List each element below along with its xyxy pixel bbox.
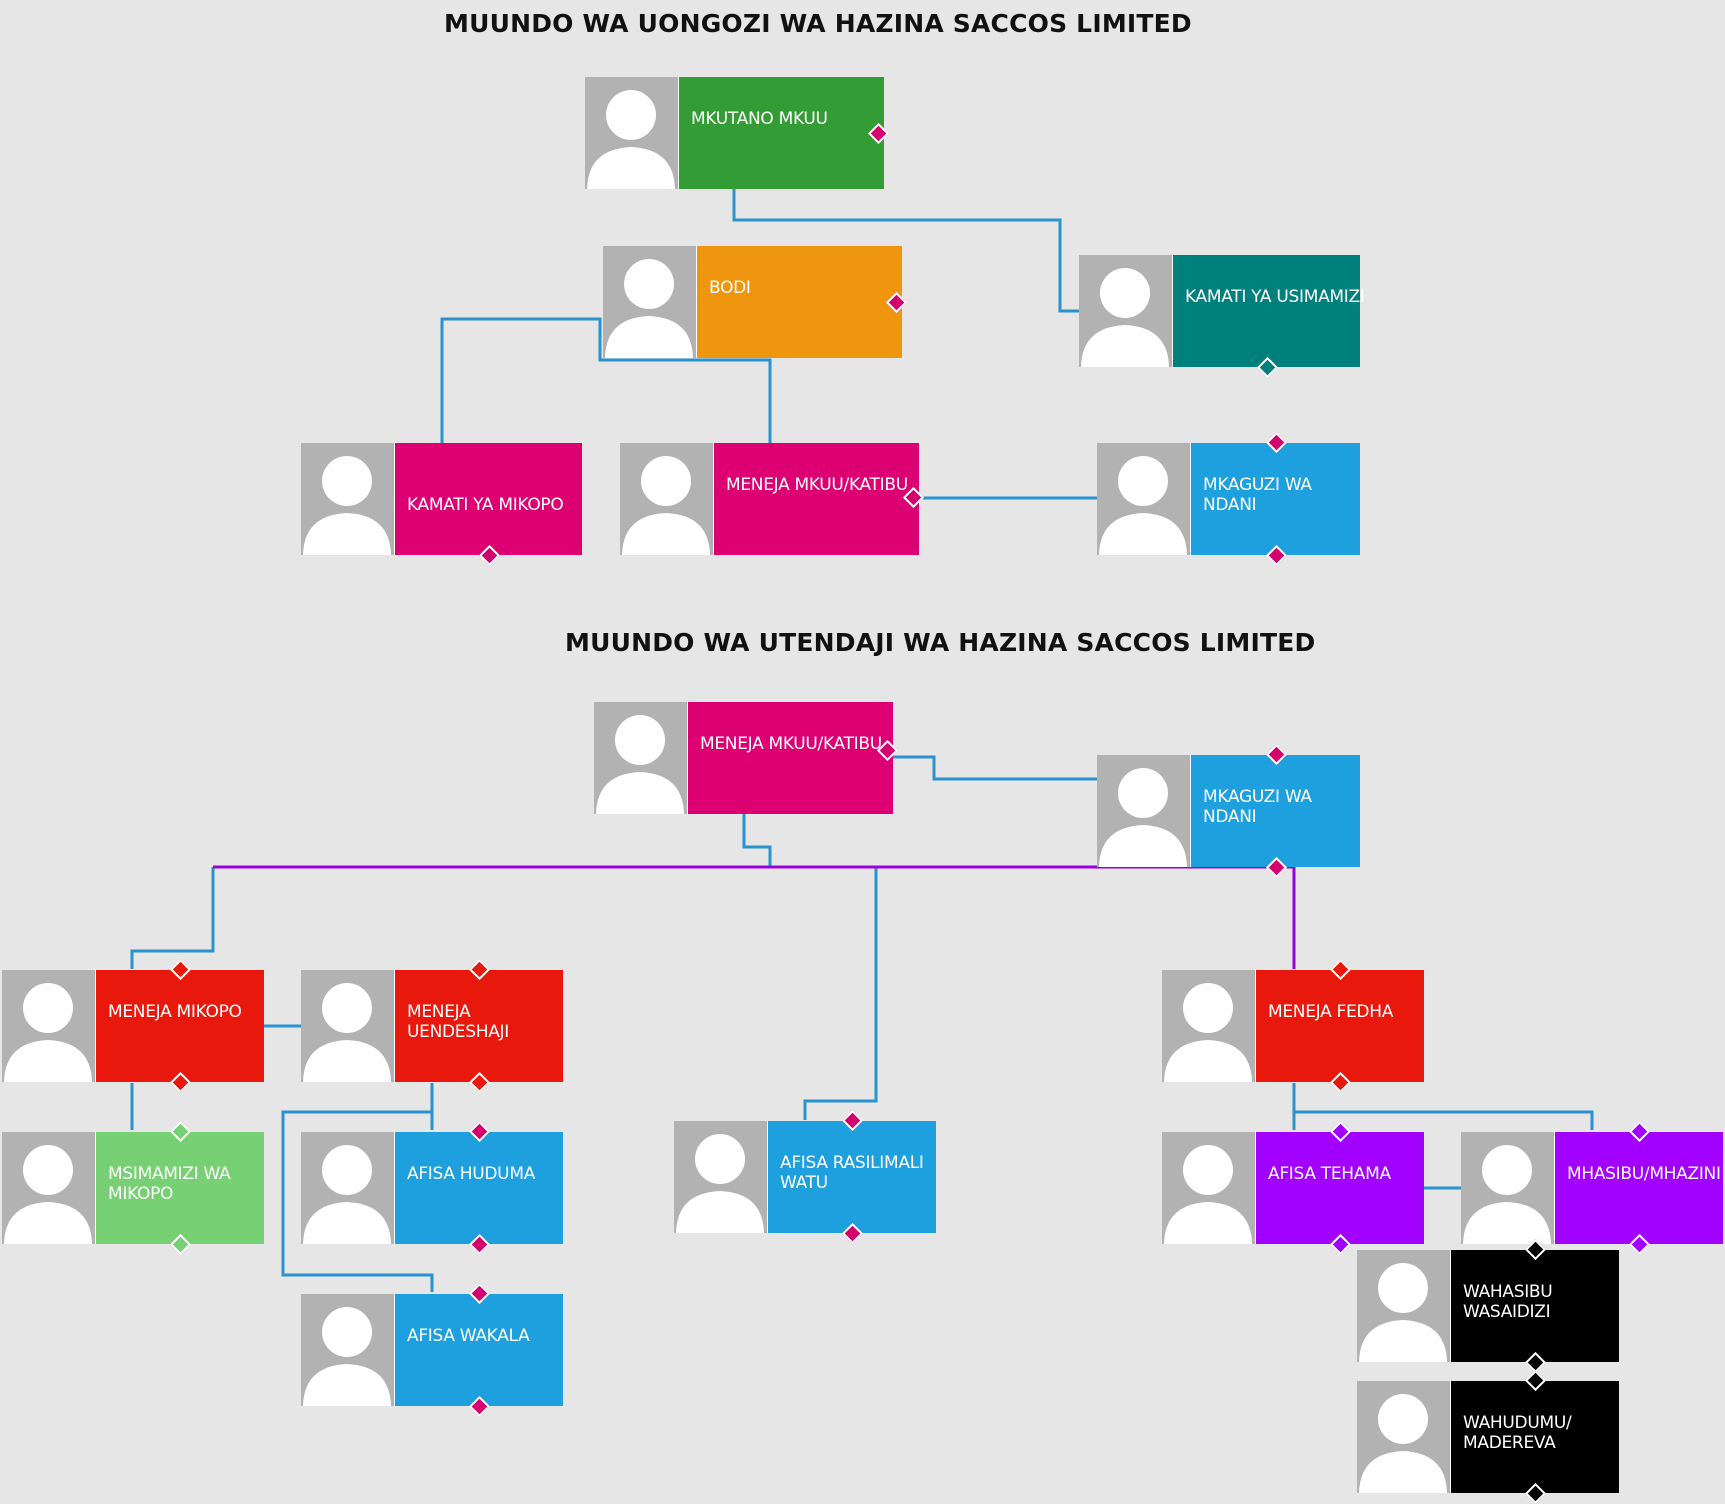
node-label: KAMATI YA USIMAMIZI bbox=[1185, 287, 1365, 307]
label-box: MENEJA MKUU/KATIBU bbox=[714, 443, 925, 555]
executive-title: MUUNDO WA UTENDAJI WA HAZINA SACCOS LIMI… bbox=[565, 628, 1316, 657]
label-box: MKUTANO MKUU bbox=[679, 77, 890, 189]
person-icon bbox=[1097, 755, 1191, 867]
person-icon bbox=[620, 443, 714, 555]
person-icon bbox=[603, 246, 697, 358]
node-mhasibu-mhazini: MHASIBU/MHAZINI bbox=[1461, 1120, 1723, 1256]
node-meneja-mkuu-governance: MENEJA MKUU/KATIBU bbox=[620, 443, 925, 555]
label-box: KAMATI YA USIMAMIZI bbox=[1173, 255, 1365, 379]
label-box: AFISA TEHAMA bbox=[1256, 1120, 1424, 1256]
node-mkaguzi-executive: MKAGUZI WA NDANI bbox=[1097, 743, 1360, 879]
label-box: AFISA RASILIMALI WATU bbox=[768, 1109, 936, 1245]
label-box: MHASIBU/MHAZINI bbox=[1555, 1120, 1723, 1256]
label-box: MKAGUZI WA NDANI bbox=[1191, 431, 1360, 567]
node-afisa-tehama: AFISA TEHAMA bbox=[1162, 1120, 1424, 1256]
node-afisa-wakala: AFISA WAKALA bbox=[301, 1282, 563, 1418]
node-label: AFISA RASILIMALI WATU bbox=[780, 1153, 924, 1193]
node-label: MSIMAMIZI WA MIKOPO bbox=[108, 1164, 231, 1204]
node-mkutano-mkuu: MKUTANO MKUU bbox=[585, 77, 890, 189]
label-box: MENEJA MIKOPO bbox=[96, 958, 264, 1094]
node-wahasibu-wasaidizi: WAHASIBU WASAIDIZI bbox=[1357, 1238, 1619, 1374]
node-msimamizi-mikopo: MSIMAMIZI WA MIKOPO bbox=[2, 1120, 264, 1256]
person-icon bbox=[301, 1132, 395, 1244]
person-icon bbox=[301, 443, 395, 555]
label-box: AFISA HUDUMA bbox=[395, 1120, 563, 1256]
node-label: BODI bbox=[709, 278, 751, 298]
person-icon bbox=[2, 1132, 96, 1244]
person-icon bbox=[1461, 1132, 1555, 1244]
person-icon bbox=[301, 970, 395, 1082]
person-icon bbox=[585, 77, 679, 189]
node-bodi: BODI bbox=[603, 246, 908, 358]
node-afisa-rasilimali-watu: AFISA RASILIMALI WATU bbox=[674, 1109, 936, 1245]
node-meneja-mikopo: MENEJA MIKOPO bbox=[2, 958, 264, 1094]
node-kamati-mikopo: KAMATI YA MIKOPO bbox=[301, 443, 582, 567]
label-box: BODI bbox=[697, 246, 908, 358]
person-icon bbox=[1079, 255, 1173, 367]
governance-title: MUUNDO WA UONGOZI WA HAZINA SACCOS LIMIT… bbox=[444, 9, 1192, 38]
node-label: MENEJA MIKOPO bbox=[108, 1002, 242, 1022]
label-box: KAMATI YA MIKOPO bbox=[395, 443, 582, 567]
person-icon bbox=[1357, 1381, 1451, 1493]
node-mkaguzi-governance: MKAGUZI WA NDANI bbox=[1097, 431, 1360, 567]
node-label: MKAGUZI WA NDANI bbox=[1203, 475, 1312, 515]
node-wahudumu-madereva: WAHUDUMU/ MADEREVA bbox=[1357, 1369, 1619, 1504]
node-label: AFISA WAKALA bbox=[407, 1326, 530, 1346]
node-label: KAMATI YA MIKOPO bbox=[407, 495, 564, 515]
node-label: MKUTANO MKUU bbox=[691, 109, 828, 129]
node-meneja-uendeshaji: MENEJA UENDESHAJI bbox=[301, 958, 563, 1094]
node-label: MENEJA MKUU/KATIBU bbox=[726, 475, 908, 495]
person-icon bbox=[1097, 443, 1191, 555]
node-label: MENEJA FEDHA bbox=[1268, 1002, 1394, 1022]
person-icon bbox=[594, 702, 688, 814]
node-afisa-huduma: AFISA HUDUMA bbox=[301, 1120, 563, 1256]
person-icon bbox=[1162, 970, 1256, 1082]
label-box: MSIMAMIZI WA MIKOPO bbox=[96, 1120, 264, 1256]
person-icon bbox=[1357, 1250, 1451, 1362]
person-icon bbox=[674, 1121, 768, 1233]
person-icon bbox=[1162, 1132, 1256, 1244]
node-label: MENEJA UENDESHAJI bbox=[407, 1002, 509, 1042]
node-label: WAHUDUMU/ MADEREVA bbox=[1463, 1413, 1572, 1453]
person-icon bbox=[301, 1294, 395, 1406]
label-box: AFISA WAKALA bbox=[395, 1282, 563, 1418]
node-kamati-usimamizi: KAMATI YA USIMAMIZI bbox=[1079, 255, 1365, 379]
node-label: MHASIBU/MHAZINI bbox=[1567, 1164, 1721, 1184]
label-box: MENEJA MKUU/KATIBU bbox=[688, 702, 899, 814]
node-meneja-mkuu-executive: MENEJA MKUU/KATIBU bbox=[594, 702, 899, 814]
person-icon bbox=[2, 970, 96, 1082]
node-label: AFISA HUDUMA bbox=[407, 1164, 536, 1184]
label-box: WAHASIBU WASAIDIZI bbox=[1451, 1238, 1619, 1374]
label-box: MENEJA UENDESHAJI bbox=[395, 958, 563, 1094]
label-box: MKAGUZI WA NDANI bbox=[1191, 743, 1360, 879]
connector-marker bbox=[1524, 1482, 1547, 1504]
label-box: WAHUDUMU/ MADEREVA bbox=[1451, 1369, 1619, 1504]
node-label: MENEJA MKUU/KATIBU bbox=[700, 734, 882, 754]
label-box: MENEJA FEDHA bbox=[1256, 958, 1424, 1094]
node-meneja-fedha: MENEJA FEDHA bbox=[1162, 958, 1424, 1094]
node-label: MKAGUZI WA NDANI bbox=[1203, 787, 1312, 827]
node-label: AFISA TEHAMA bbox=[1268, 1164, 1391, 1184]
node-label: WAHASIBU WASAIDIZI bbox=[1463, 1282, 1553, 1322]
